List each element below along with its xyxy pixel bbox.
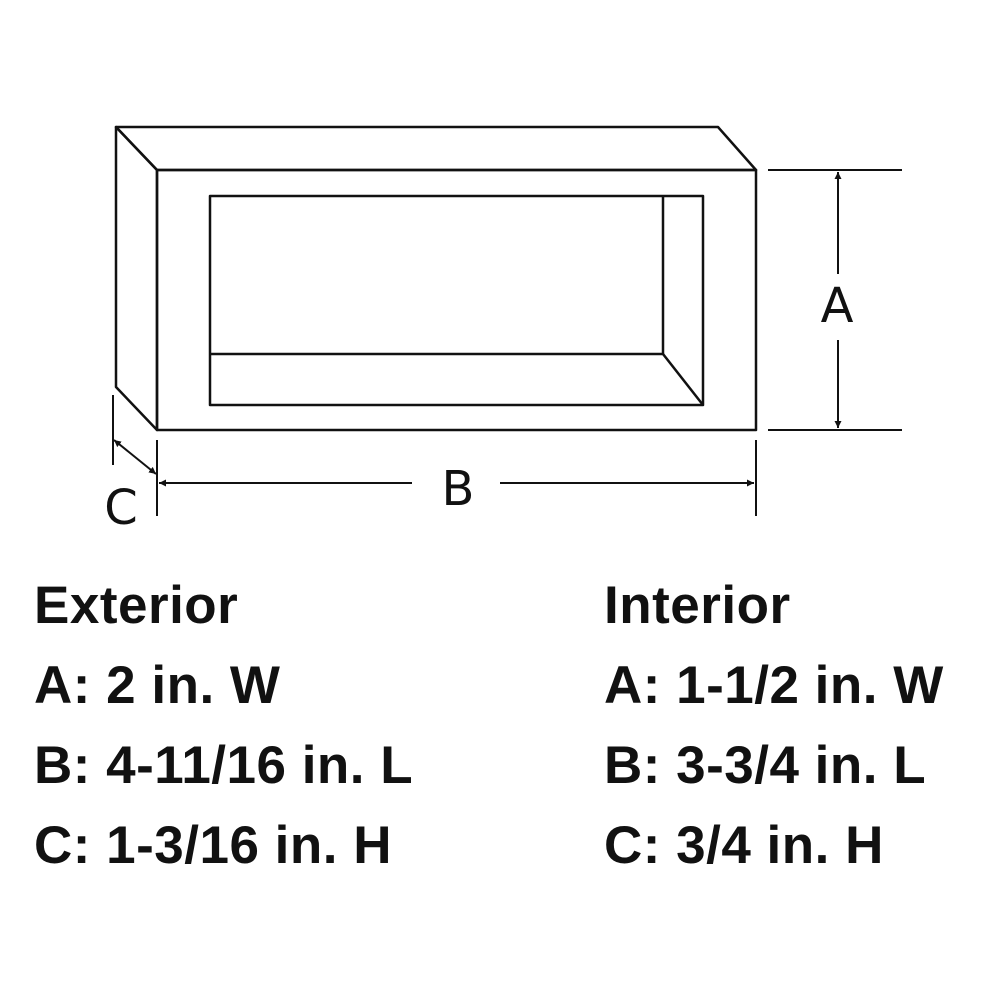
box-side-face xyxy=(114,125,159,432)
dimension-label-c: C xyxy=(104,480,138,536)
interior-spec-a: A: 1-1/2 in. W xyxy=(604,656,944,715)
dimension-label-a: A xyxy=(821,278,854,334)
exterior-spec-c: C: 1-3/16 in. H xyxy=(34,816,392,875)
exterior-specs: Exterior A: 2 in. W B: 4-11/16 in. L C: … xyxy=(34,566,413,886)
c-arrow xyxy=(113,439,157,475)
dimension-label-b: B xyxy=(442,461,475,517)
interior-specs: Interior A: 1-1/2 in. W B: 3-3/4 in. L C… xyxy=(604,566,944,886)
dimension-lines xyxy=(112,169,902,516)
box-top-face xyxy=(114,125,758,172)
box-dimension-diagram: A B C xyxy=(104,125,902,536)
exterior-spec-b: B: 4-11/16 in. L xyxy=(34,736,414,795)
box-opening xyxy=(208,194,705,407)
inner-depth-edge xyxy=(662,353,704,406)
exterior-title: Exterior xyxy=(34,576,239,635)
box-front-face xyxy=(155,168,758,432)
exterior-spec-a: A: 2 in. W xyxy=(34,656,281,715)
box-drawing xyxy=(114,125,758,432)
interior-title: Interior xyxy=(604,576,791,635)
interior-spec-c: C: 3/4 in. H xyxy=(604,816,884,875)
interior-spec-b: B: 3-3/4 in. L xyxy=(604,736,927,795)
